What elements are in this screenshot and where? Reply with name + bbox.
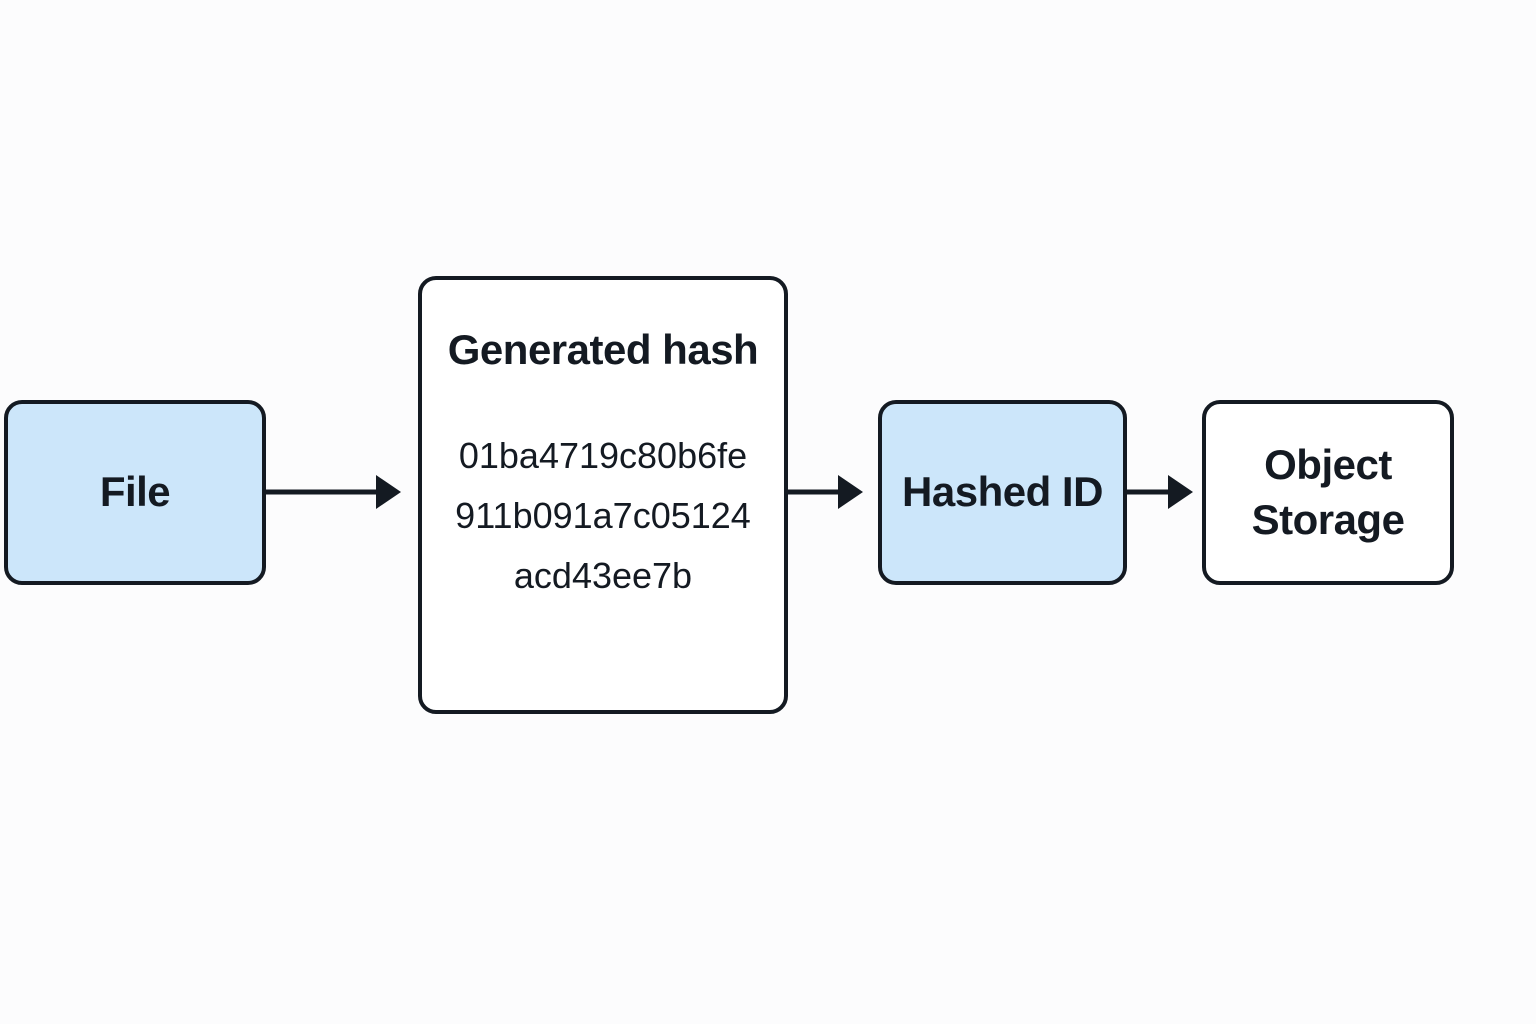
generated-hash-node: Generated hash 01ba4719c80b6fe 911b091a7… (418, 276, 788, 714)
file-node: File (4, 400, 266, 585)
object-storage-node: Object Storage (1202, 400, 1454, 585)
file-label: File (99, 468, 171, 516)
hash-line-3: acd43ee7b (513, 555, 693, 596)
arrow-hashed-id-to-storage (1127, 475, 1193, 509)
hashed-id-label: Hashed ID (902, 468, 1103, 516)
hashed-id-node: Hashed ID (878, 400, 1127, 585)
object-storage-label-line-1: Object (1264, 440, 1392, 488)
arrow-hash-to-hashed-id (788, 475, 863, 509)
generated-hash-title: Generated hash (447, 326, 759, 373)
object-storage-label-line-2: Storage (1251, 495, 1405, 543)
arrow-file-to-hash (266, 475, 401, 509)
hash-line-1: 01ba4719c80b6fe (458, 435, 748, 476)
hash-line-2: 911b091a7c05124 (455, 495, 751, 536)
